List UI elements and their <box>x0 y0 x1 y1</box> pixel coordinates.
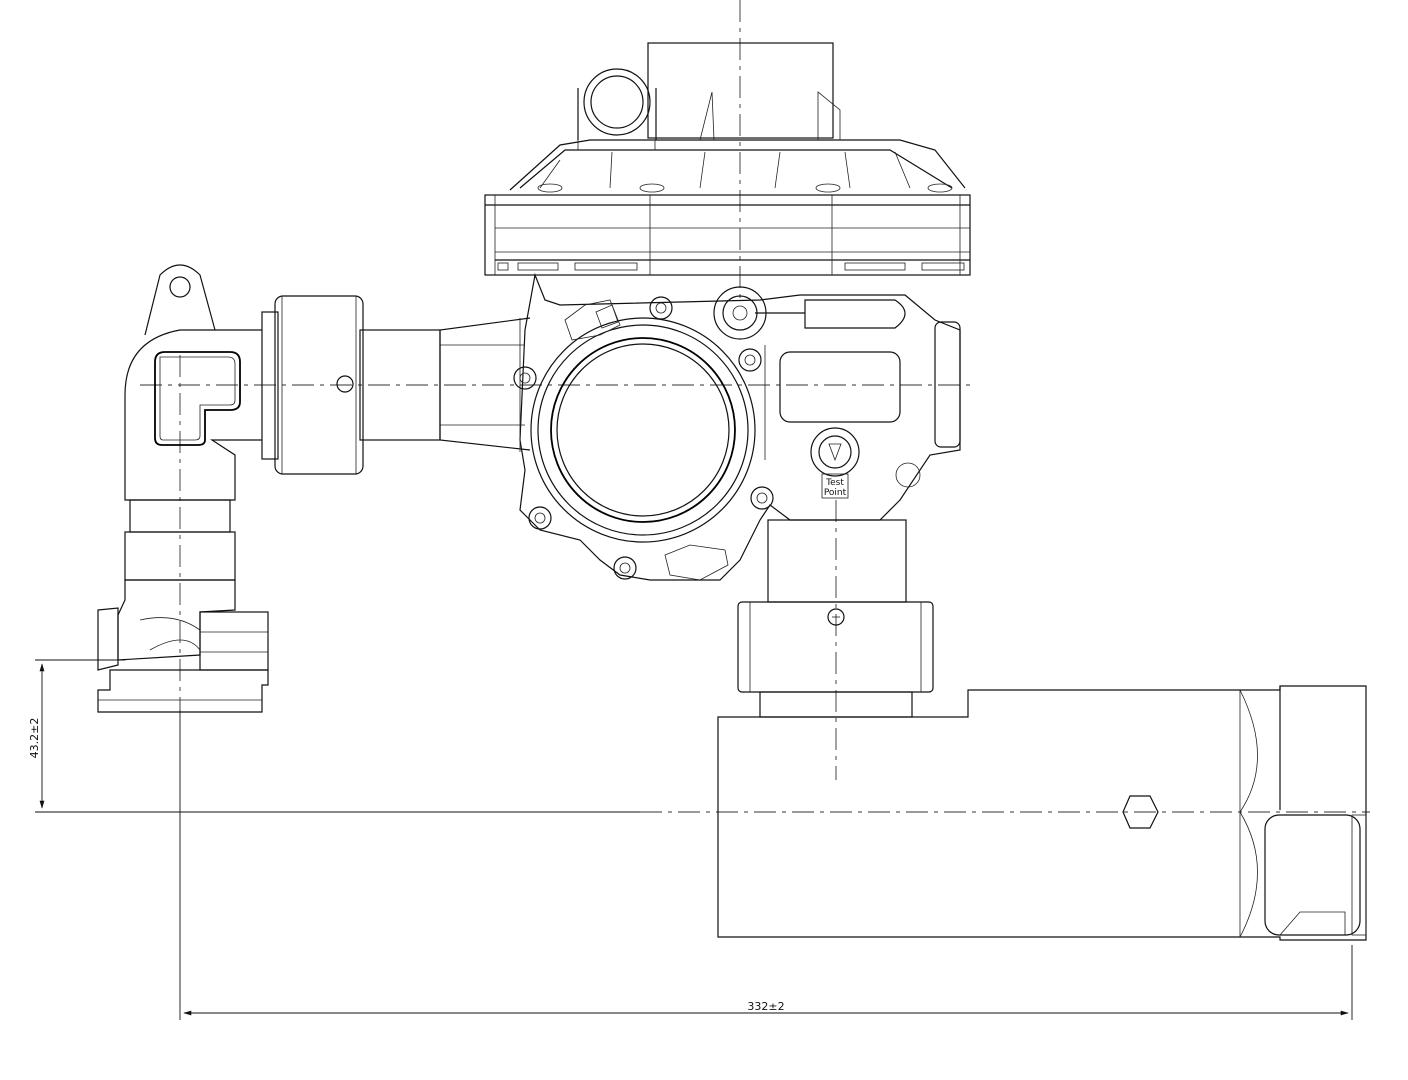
test-point-label-2: Point <box>824 488 847 498</box>
diaphragm-flange <box>484 194 971 276</box>
dimension-horizontal-label: 332±2 <box>747 1000 784 1013</box>
body-bolts <box>513 296 774 580</box>
dimension-vertical-label: 43.2±2 <box>28 718 41 759</box>
test-point-label: Test <box>825 478 844 488</box>
inlet-pipe <box>97 264 531 713</box>
meter-housing <box>717 685 1367 941</box>
dimension-horizontal: 332±2 <box>179 710 1353 1020</box>
center-lines <box>140 0 1370 813</box>
regulator-bonnet <box>509 42 966 193</box>
outlet-pipe <box>737 519 934 718</box>
dimension-vertical: 43.2±2 <box>28 659 640 813</box>
regulator-body: Test Point <box>513 272 961 581</box>
